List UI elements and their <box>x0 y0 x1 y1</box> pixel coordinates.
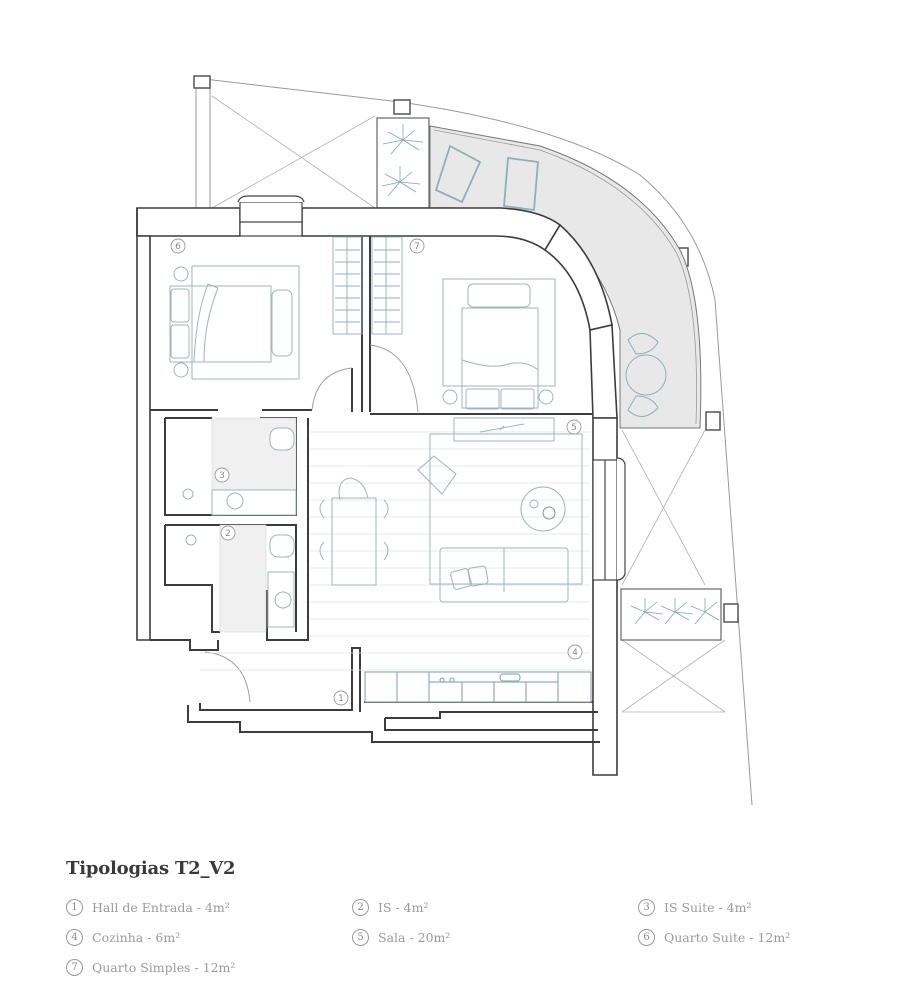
dining-table <box>319 477 389 586</box>
wardrobe <box>332 236 403 335</box>
legend-number-badge: 5 <box>352 929 369 946</box>
site-boundary <box>195 77 753 806</box>
legend-item-hall: 1 Hall de Entrada - 4m² <box>66 899 230 916</box>
terrace <box>429 125 702 429</box>
floor-plan: 1 2 3 4 5 6 7 <box>136 75 753 806</box>
bed-quarto-suite <box>169 265 300 380</box>
legend-number-badge: 2 <box>352 899 369 916</box>
sun-lounger <box>434 144 539 212</box>
legend-item-quarto-simples: 7 Quarto Simples - 12m² <box>66 959 235 976</box>
legend-item-is: 2 IS - 4m² <box>352 899 429 916</box>
legend-number-badge: 3 <box>638 899 655 916</box>
legend-item-is-suite: 3 IS Suite - 4m² <box>638 899 752 916</box>
void-marks <box>211 95 726 713</box>
room-marker-labels: 1 2 3 4 5 6 7 <box>175 242 578 704</box>
window-top <box>237 195 305 237</box>
floor-lines <box>200 431 590 671</box>
legend-item-quarto-suite: 6 Quarto Suite - 12m² <box>638 929 790 946</box>
svg-text:7: 7 <box>414 242 420 252</box>
svg-text:3: 3 <box>219 471 225 481</box>
legend-label: IS Suite - 4m² <box>664 900 752 915</box>
legend-label: Sala - 20m² <box>378 930 451 945</box>
kitchen-counter <box>364 671 592 703</box>
legend-label: Hall de Entrada - 4m² <box>92 900 230 915</box>
plan-title: Tipologias T2_V2 <box>66 858 236 879</box>
terrace-table <box>625 333 667 417</box>
bed-quarto-simples <box>442 278 556 410</box>
legend-label: IS - 4m² <box>378 900 429 915</box>
legend-number-badge: 7 <box>66 959 83 976</box>
living-furniture <box>417 417 583 603</box>
svg-text:1: 1 <box>338 694 344 704</box>
legend-number-badge: 4 <box>66 929 83 946</box>
planter-right <box>620 588 722 641</box>
room-markers <box>170 238 583 706</box>
window-right <box>592 457 626 581</box>
legend-label: Quarto Suite - 12m² <box>664 930 791 945</box>
legend-item-sala: 5 Sala - 20m² <box>352 929 450 946</box>
svg-text:5: 5 <box>571 423 577 433</box>
legend-number-badge: 1 <box>66 899 83 916</box>
legend-number-badge: 6 <box>638 929 655 946</box>
svg-text:2: 2 <box>225 529 231 539</box>
svg-text:6: 6 <box>175 242 181 252</box>
bathroom-fixtures <box>182 427 297 628</box>
legend-label: Quarto Simples - 12m² <box>92 960 236 975</box>
legend-label: Cozinha - 6m² <box>92 930 181 945</box>
legend-item-cozinha: 4 Cozinha - 6m² <box>66 929 180 946</box>
door-swings <box>204 344 419 703</box>
svg-text:4: 4 <box>572 648 578 658</box>
planter-top <box>376 117 430 209</box>
